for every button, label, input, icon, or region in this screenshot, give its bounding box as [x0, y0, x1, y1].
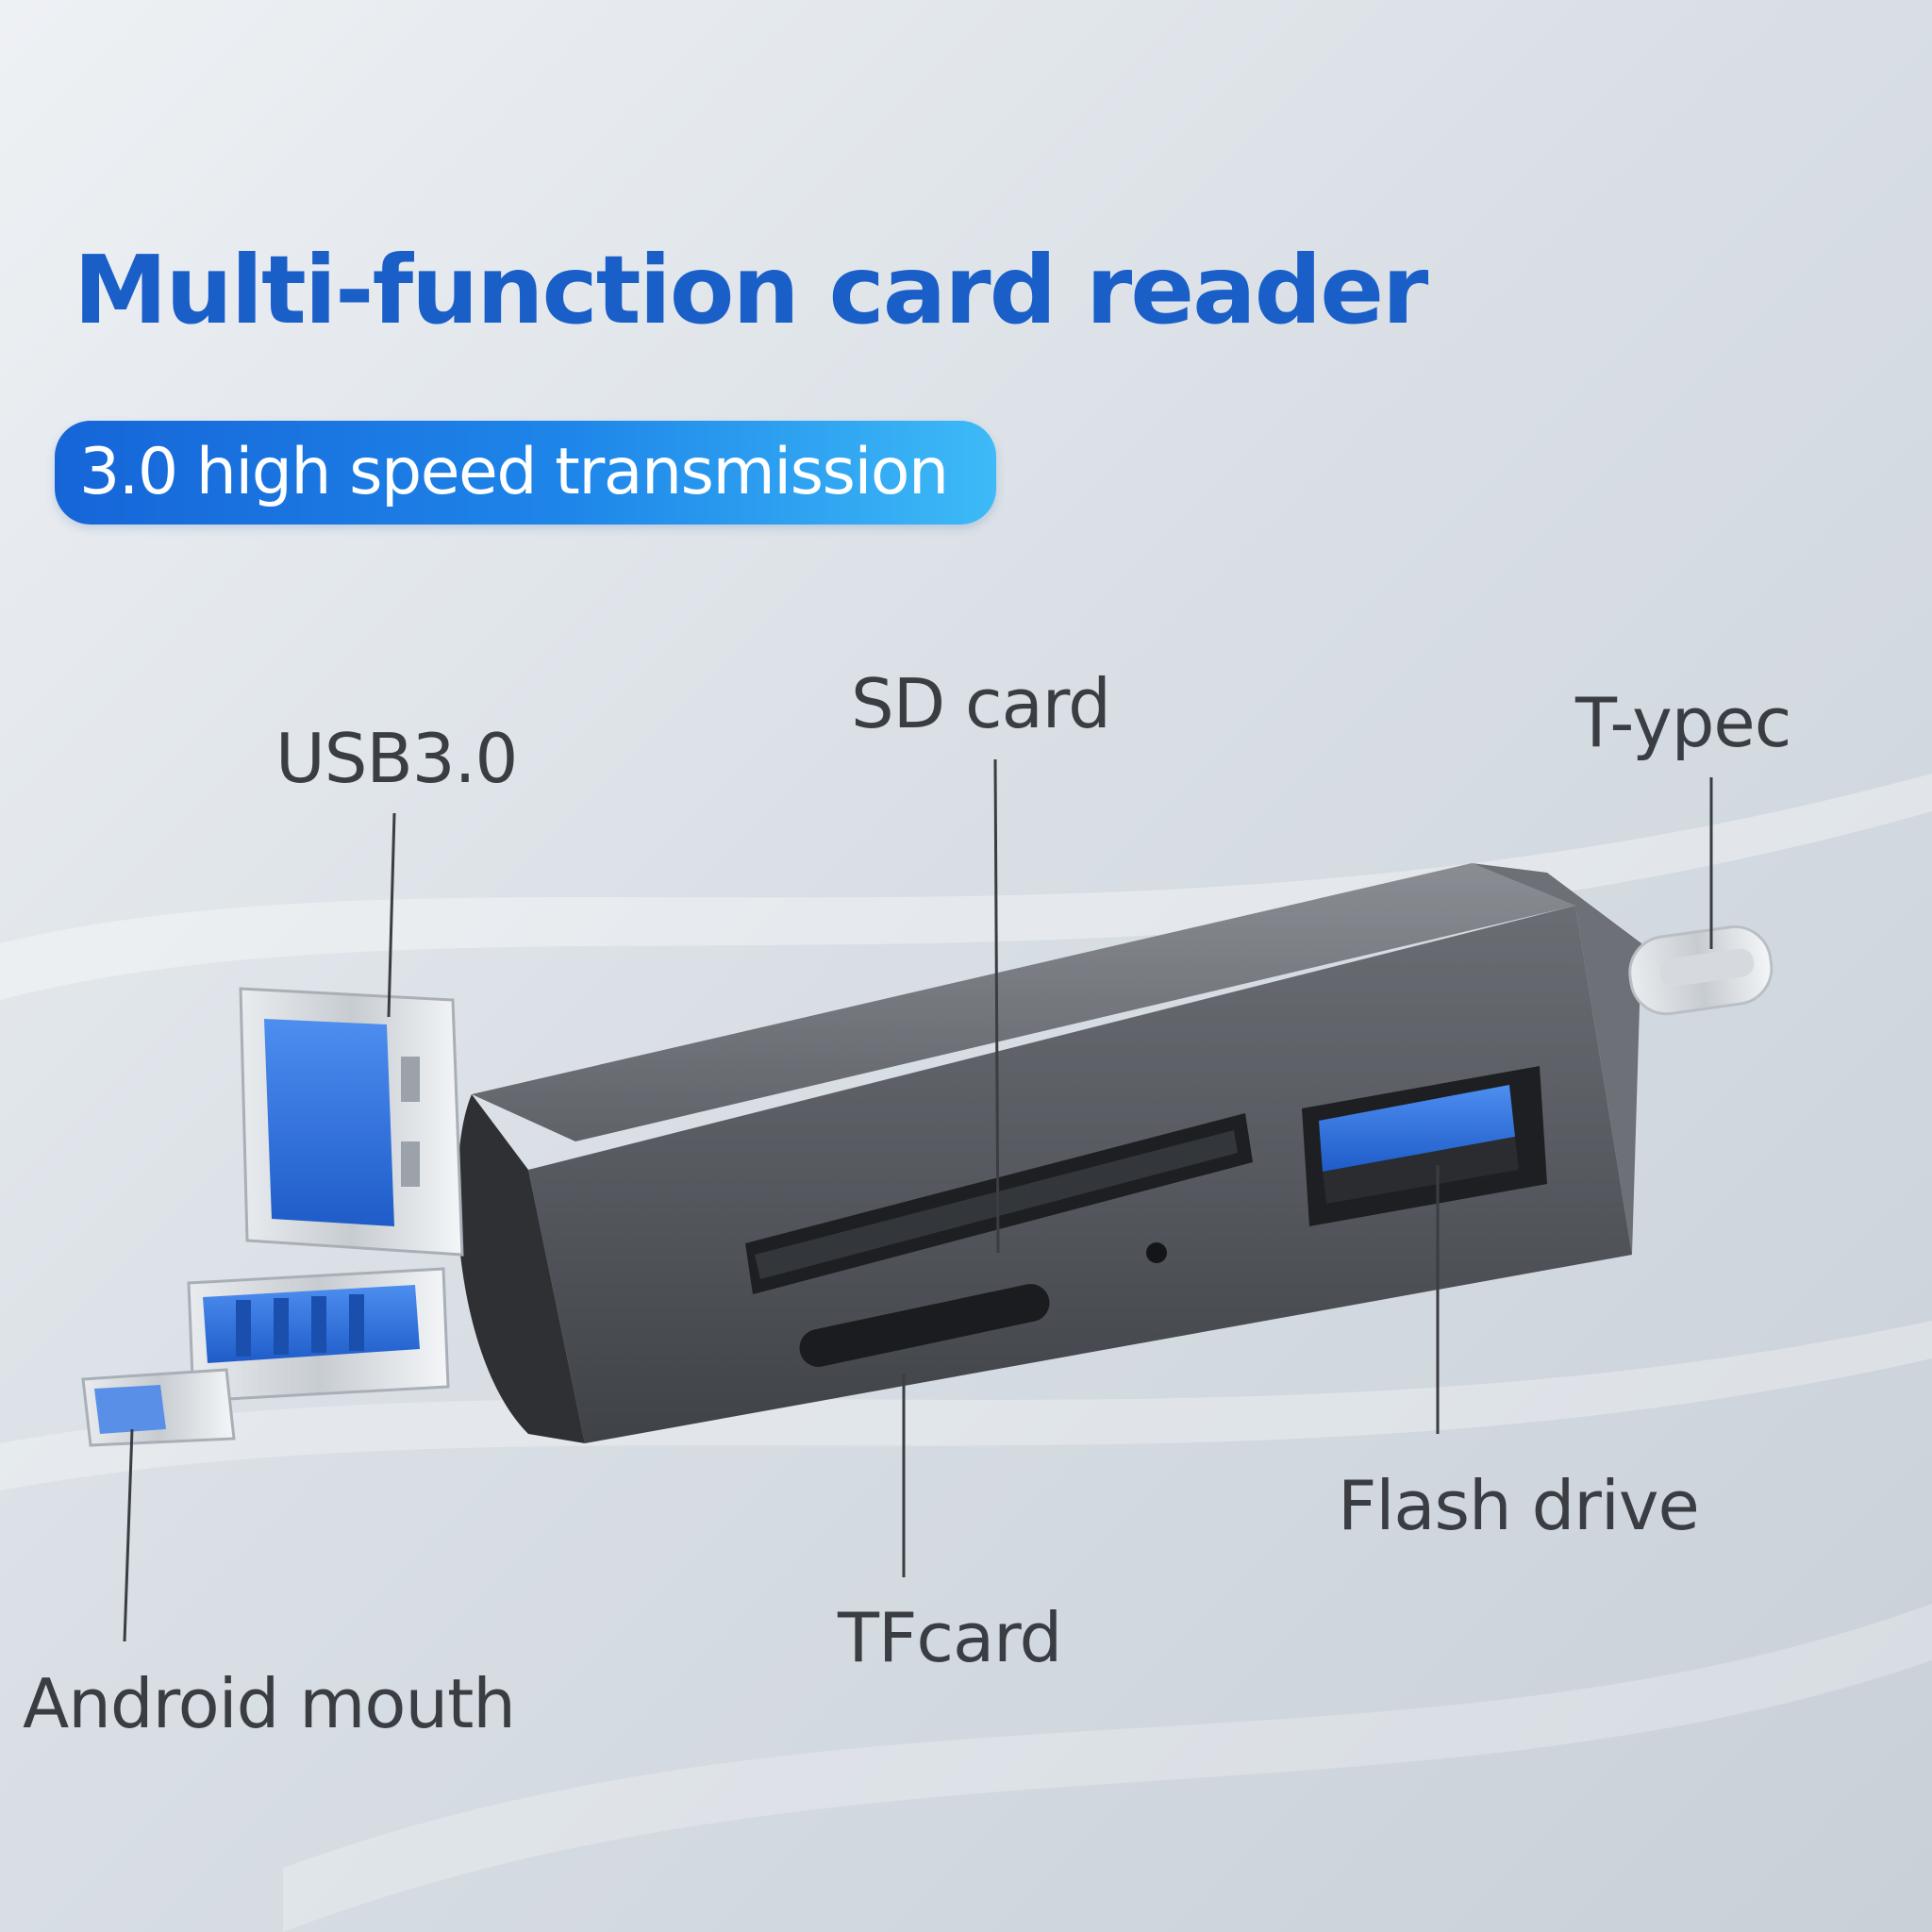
- speed-badge-label: 3.0 high speed transmission: [79, 435, 949, 509]
- speed-badge: 3.0 high speed transmission: [55, 421, 996, 525]
- housing-top: [472, 863, 1575, 1141]
- housing-end-cap: [457, 1094, 585, 1443]
- light-swoosh: [283, 1604, 1932, 1932]
- callout-android: Android mouth: [23, 1664, 516, 1743]
- callout-flash-drive: Flash drive: [1338, 1466, 1700, 1545]
- housing-right-cap: [1472, 863, 1641, 1255]
- leader-line-sd: [993, 758, 1000, 1254]
- page-title: Multi-function card reader: [74, 235, 1428, 345]
- type-c-plug: [1628, 924, 1774, 1016]
- light-swoosh: [0, 1321, 1932, 1491]
- callout-type-c: T-ypec: [1575, 683, 1791, 762]
- callout-sd-card: SD card: [851, 664, 1111, 743]
- micro-usb-plug: [81, 1267, 450, 1447]
- tf-slot: [799, 1284, 1050, 1367]
- usb-port: [1302, 1066, 1547, 1226]
- leader-line-usb: [387, 812, 396, 1018]
- callout-usb: USB3.0: [275, 719, 518, 798]
- leader-line-android: [123, 1428, 134, 1642]
- usb-a-plug: [239, 987, 464, 1257]
- led-hole: [1146, 1242, 1167, 1263]
- light-swoosh: [0, 774, 1932, 1000]
- callout-tf-card: TFcard: [838, 1598, 1062, 1677]
